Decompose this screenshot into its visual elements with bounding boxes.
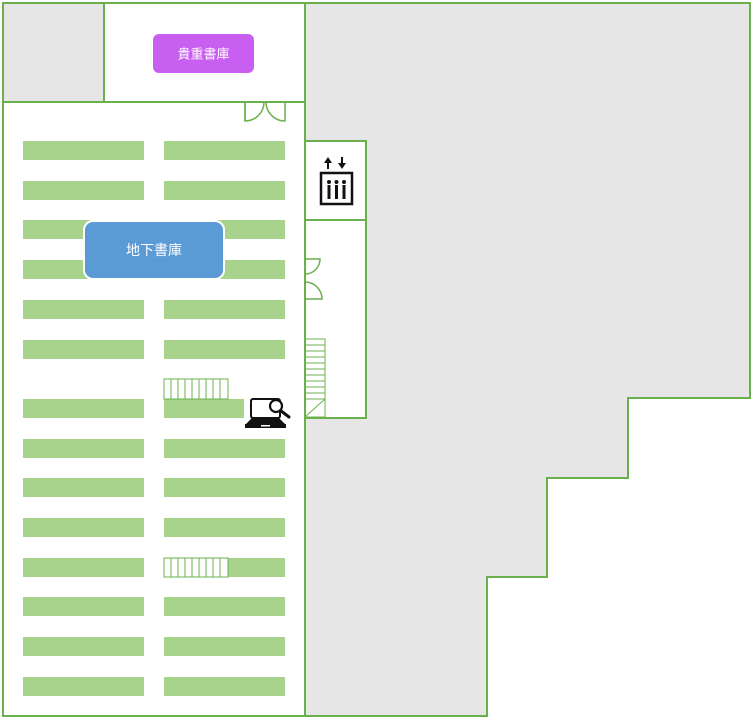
shelf — [164, 141, 285, 160]
shelf — [23, 597, 144, 616]
shelves-right — [164, 141, 285, 696]
shelf — [164, 300, 285, 319]
grey-area-topleft — [2, 2, 105, 103]
stair-corridor — [304, 219, 367, 419]
shelf — [164, 597, 285, 616]
door-corridor — [304, 258, 323, 300]
shelf — [23, 340, 144, 359]
basement-stacks-label: 地下書庫 — [126, 242, 182, 259]
basement-stacks-label-badge[interactable]: 地下書庫 — [83, 220, 225, 280]
shelves-left — [23, 141, 144, 696]
shelf — [23, 558, 144, 577]
shelf — [23, 181, 144, 200]
shelf — [23, 141, 144, 160]
shelf — [23, 300, 144, 319]
rare-books-label-badge[interactable]: 貴重書庫 — [153, 34, 254, 73]
double-door-stacks — [244, 101, 286, 122]
shelf — [164, 677, 285, 696]
shelf — [164, 399, 244, 418]
stairs-lower — [163, 557, 229, 578]
grey-area-main — [304, 2, 751, 717]
shelf — [23, 439, 144, 458]
shelf — [23, 399, 144, 418]
shelf — [164, 181, 285, 200]
shelf — [23, 677, 144, 696]
shelf — [23, 518, 144, 537]
shelf — [23, 637, 144, 656]
elevator-icon[interactable] — [319, 157, 354, 206]
stairs-upper — [163, 378, 229, 400]
shelf — [164, 478, 285, 497]
opac-search-terminal-icon[interactable] — [245, 398, 291, 428]
shelf — [23, 478, 144, 497]
stairs-corridor — [304, 338, 326, 418]
shelf — [164, 518, 285, 537]
shelf — [228, 558, 285, 577]
shelf — [164, 637, 285, 656]
shelf — [164, 340, 285, 359]
rare-books-label: 貴重書庫 — [177, 47, 229, 63]
shelf — [164, 439, 285, 458]
